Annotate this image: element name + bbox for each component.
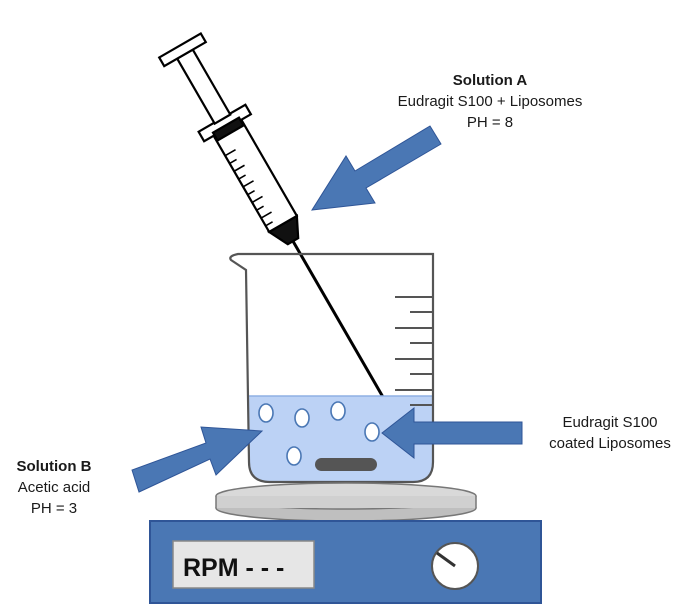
arrow-solution-b	[131, 426, 264, 493]
liposome	[286, 446, 302, 466]
beaker-scale	[395, 296, 433, 406]
liposome	[258, 403, 274, 423]
solution-b-line2: PH = 3	[30, 500, 78, 517]
rpm-display	[172, 540, 315, 589]
syringe-plunger-head	[157, 31, 208, 68]
solution-b-title: Solution B	[16, 458, 92, 475]
syringe	[157, 31, 384, 397]
syringe-plunger-rod	[175, 48, 232, 126]
stir-bar	[315, 458, 377, 471]
arrow-solution-a	[311, 125, 442, 211]
liposome	[330, 401, 346, 421]
arrow-coated	[381, 406, 523, 460]
coated-line2: coated Liposomes	[549, 435, 671, 452]
coated-line1: Eudragit S100	[562, 414, 658, 431]
beaker-outline	[229, 252, 435, 484]
liposome	[294, 408, 310, 428]
solution-a-line2: PH = 8	[466, 114, 514, 131]
plate-side	[216, 496, 476, 508]
syringe-plunger-stopper	[211, 116, 245, 142]
solution-b-line1: Acetic acid	[17, 479, 91, 496]
knob-pointer	[436, 551, 456, 568]
liposomes	[258, 401, 380, 466]
syringe-scale	[224, 148, 273, 227]
coated-liposomes-label: Eudragit S100 coated Liposomes	[530, 412, 690, 454]
solution-a-line1: Eudragit S100 + Liposomes	[397, 93, 583, 110]
liposome	[364, 422, 380, 442]
solution-a-label: Solution A Eudragit S100 + Liposomes PH …	[380, 70, 600, 133]
rpm-display-text: RPM - - -	[183, 554, 284, 582]
speed-knob[interactable]	[431, 542, 479, 590]
solution-a-title: Solution A	[452, 72, 528, 89]
solution-b-label: Solution B Acetic acid PH = 3	[0, 456, 108, 519]
syringe-needle	[288, 235, 384, 397]
